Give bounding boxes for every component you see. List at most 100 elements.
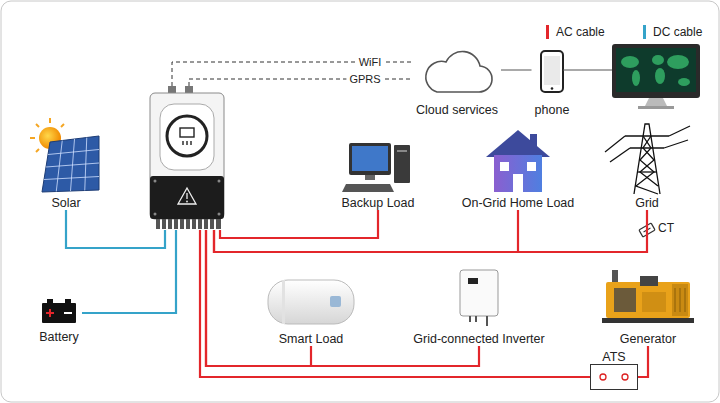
phone-node: phone	[532, 48, 573, 117]
solar-panel	[44, 138, 99, 192]
pylon-icon	[669, 126, 690, 136]
inverter-drawing	[150, 93, 224, 219]
solar-node: Solar	[32, 128, 100, 210]
inverter-drawing	[210, 219, 214, 229]
grid-tie-inverter-icon	[460, 270, 498, 316]
inverter-drawing	[198, 219, 202, 229]
water-heater-icon	[268, 280, 354, 324]
computer-icon	[397, 150, 407, 152]
generator-node: Generator	[598, 266, 698, 346]
battery-icon	[49, 309, 51, 317]
inverter-drawing	[150, 86, 224, 229]
grid-node: Grid	[611, 122, 683, 210]
generator-icon	[612, 270, 618, 284]
inverter-drawing	[218, 213, 221, 216]
house-icon	[486, 130, 550, 192]
ac-cable	[214, 210, 518, 252]
house-icon	[500, 162, 509, 171]
pylon-icon	[610, 148, 630, 162]
water-heater-icon	[330, 296, 341, 307]
sun-icon	[36, 149, 39, 152]
grid-tie-inverter-icon	[486, 316, 488, 326]
legend-entry: AC cable	[546, 25, 605, 39]
solar-panel	[42, 136, 99, 192]
monitor-icon	[621, 56, 639, 68]
sun-icon	[30, 137, 35, 139]
sun-icon	[36, 124, 39, 127]
monitor-icon	[632, 70, 640, 86]
inverter-drawing	[180, 219, 184, 229]
backup-load-node: Backup Load	[339, 140, 418, 210]
grid-tie-inverter-icon	[475, 316, 477, 322]
solar-panel	[44, 177, 99, 180]
monitor-icon	[621, 55, 690, 86]
inverter-drawing	[186, 141, 187, 145]
solar-panel	[46, 163, 99, 167]
phone-icon	[551, 87, 554, 90]
battery-icon	[42, 303, 76, 323]
node-label: Solar	[51, 196, 80, 210]
node-label: Generator	[620, 332, 676, 346]
generator-icon	[640, 276, 658, 286]
battery-icon	[42, 299, 76, 323]
inverter-drawing	[162, 219, 166, 229]
grid-tie-inverter-icon	[469, 316, 471, 322]
grid-tie-inverter-node: Grid-connected Inverter	[410, 266, 548, 346]
battery-icon	[47, 299, 53, 303]
computer-icon	[352, 146, 388, 171]
hybrid-inverter	[150, 86, 224, 230]
solar-panel	[42, 136, 99, 192]
node-label: Backup Load	[342, 196, 415, 210]
pylon-icon	[605, 136, 625, 152]
monitor-icon	[655, 68, 665, 84]
ac-cable	[214, 210, 647, 252]
legend-swatch	[643, 25, 646, 39]
water-heater-icon	[282, 280, 285, 324]
node-label: Battery	[39, 330, 79, 344]
generator-icon	[675, 288, 676, 312]
node-label: ATS	[602, 350, 625, 364]
monitor-icon	[652, 55, 664, 65]
sun-icon	[49, 118, 51, 123]
generator-icon	[672, 284, 688, 316]
inverter-drawing	[216, 219, 221, 229]
cloud-node: Cloud services	[413, 48, 501, 117]
battery-icon	[64, 312, 72, 314]
ac-cable	[638, 346, 648, 377]
node-label: Cloud services	[416, 103, 498, 117]
phone-monitor-link	[563, 70, 612, 71]
cloud-icon	[426, 52, 492, 93]
inverter-drawing	[178, 188, 196, 204]
node-label: Grid-connected Inverter	[413, 332, 544, 346]
inverter-drawing	[182, 141, 183, 145]
generator-icon	[606, 282, 690, 318]
legend-text: AC cable	[556, 25, 605, 39]
computer-icon	[349, 143, 391, 175]
monitor-icon	[612, 44, 700, 109]
monitor-icon	[645, 98, 667, 106]
legend-text: DC cable	[653, 25, 702, 39]
inverter-drawing	[190, 141, 191, 145]
house-icon	[527, 162, 536, 171]
grid-tie-inverter-icon	[468, 278, 478, 284]
inverter-drawing	[204, 219, 208, 229]
link-label: GPRS	[346, 73, 383, 85]
phone-icon	[541, 51, 563, 92]
monitor-icon	[667, 55, 689, 69]
pylon-icon	[625, 135, 669, 136]
grid-tie-inverter-icon	[460, 270, 498, 326]
inverter-drawing	[156, 219, 160, 229]
node-label: phone	[535, 103, 570, 117]
monitor-icon	[612, 44, 700, 98]
smart-load-node: Smart Load	[264, 278, 358, 346]
phone-icon	[544, 56, 560, 85]
inverter-drawing	[180, 128, 194, 137]
inverter-drawing	[150, 176, 224, 219]
generator-icon	[685, 288, 686, 312]
pylon-icon	[636, 136, 658, 194]
inverter-drawing	[192, 219, 196, 229]
battery-node: Battery	[36, 298, 82, 344]
inverter-drawing	[167, 116, 207, 156]
node-label: On-Grid Home Load	[462, 196, 575, 210]
inverter-drawing	[186, 219, 190, 229]
